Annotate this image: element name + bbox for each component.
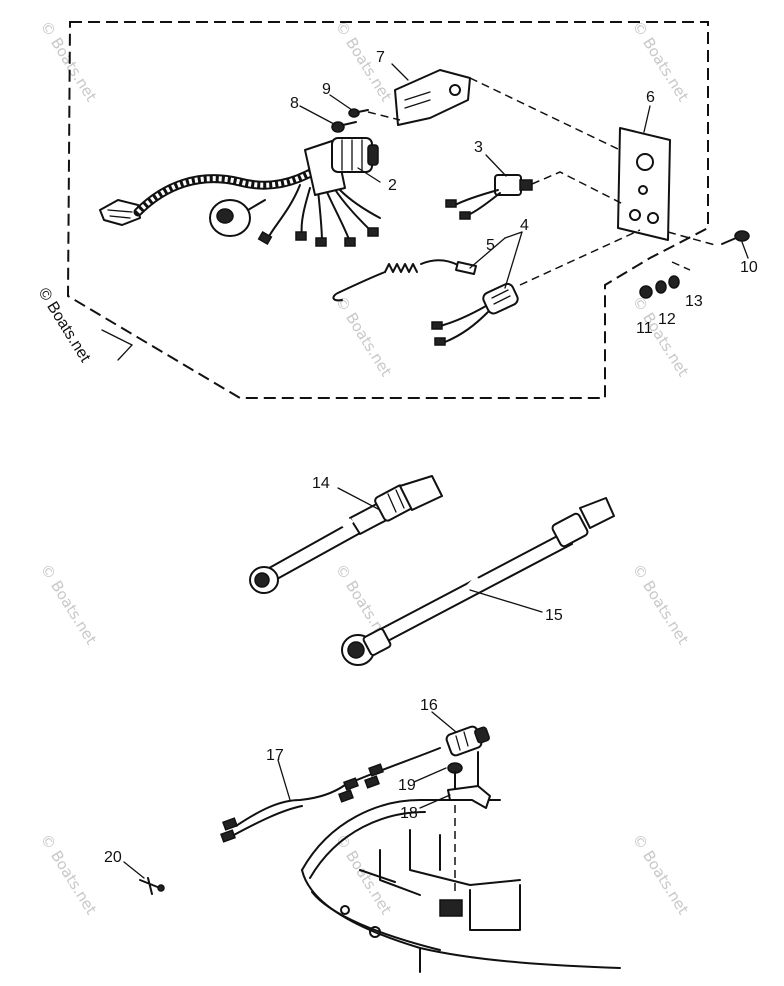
- bolt: [721, 230, 750, 245]
- callout-label: 19: [398, 777, 416, 794]
- screw: [331, 121, 357, 133]
- clip: [139, 877, 165, 895]
- callout-label: 13: [685, 293, 703, 310]
- callout-label: 8: [290, 95, 299, 112]
- leader-line: [117, 344, 133, 361]
- watermark: © Boats.net: [332, 293, 396, 380]
- stop-switch: [431, 282, 519, 346]
- watermark: © Boats.net: [629, 561, 693, 648]
- callout-label: 18: [400, 805, 418, 822]
- leader-line: [531, 171, 626, 206]
- screw: [447, 762, 463, 791]
- panel-plate: [617, 127, 671, 241]
- watermark: © Boats.net: [37, 831, 101, 918]
- assembly-boundary: [66, 21, 709, 399]
- callout-label: 9: [322, 81, 331, 98]
- washer: [655, 280, 667, 294]
- callout-label: 5: [486, 237, 495, 254]
- toggle-switch: [445, 174, 533, 220]
- callout-label: 3: [474, 139, 483, 156]
- callout-labels: 7 9 8 6 3 2 4 5 10 13 12 11 14 15 16 17 …: [104, 49, 758, 866]
- callout-label: 11: [636, 320, 653, 337]
- main-harness: [99, 165, 381, 247]
- callout-label: 15: [545, 607, 563, 624]
- spring-cord: [332, 259, 477, 302]
- connector: [445, 725, 490, 757]
- callout-label: 10: [740, 259, 758, 276]
- callout-label: 4: [520, 217, 529, 234]
- callout-label: 14: [312, 475, 330, 492]
- watermark: © Boats.net: [629, 831, 693, 918]
- clamp: [447, 751, 491, 809]
- callout-label: 17: [266, 747, 284, 764]
- watermark: © Boats.net: [37, 561, 101, 648]
- callout-label: 12: [658, 311, 676, 328]
- bracket: [394, 69, 471, 126]
- extension-cord: [341, 497, 615, 666]
- leader-lines: [123, 63, 749, 879]
- leader-line: [667, 231, 716, 246]
- watermark: © Boats.net: [332, 18, 396, 105]
- callout-label: 6: [646, 89, 655, 106]
- extension-cord: [249, 475, 443, 594]
- callout-label: 16: [420, 697, 438, 714]
- leader-line: [367, 111, 401, 121]
- watermark: © Boats.net: [332, 831, 396, 918]
- callout-label: 20: [104, 849, 122, 866]
- screw: [348, 108, 369, 118]
- leader-line: [671, 261, 691, 271]
- watermark: © Boats.net: [629, 18, 693, 105]
- leader-line: [469, 77, 621, 151]
- leader-line: [519, 229, 641, 286]
- main-switch: [304, 137, 379, 196]
- callout-label: 2: [388, 177, 397, 194]
- cowling: [301, 799, 621, 973]
- nut: [639, 285, 653, 299]
- watermark: © Boats.net: [35, 285, 94, 366]
- callout-label: 7: [376, 49, 385, 66]
- washer: [668, 275, 680, 289]
- wire-lead: [220, 747, 441, 843]
- leader-line: [101, 329, 133, 346]
